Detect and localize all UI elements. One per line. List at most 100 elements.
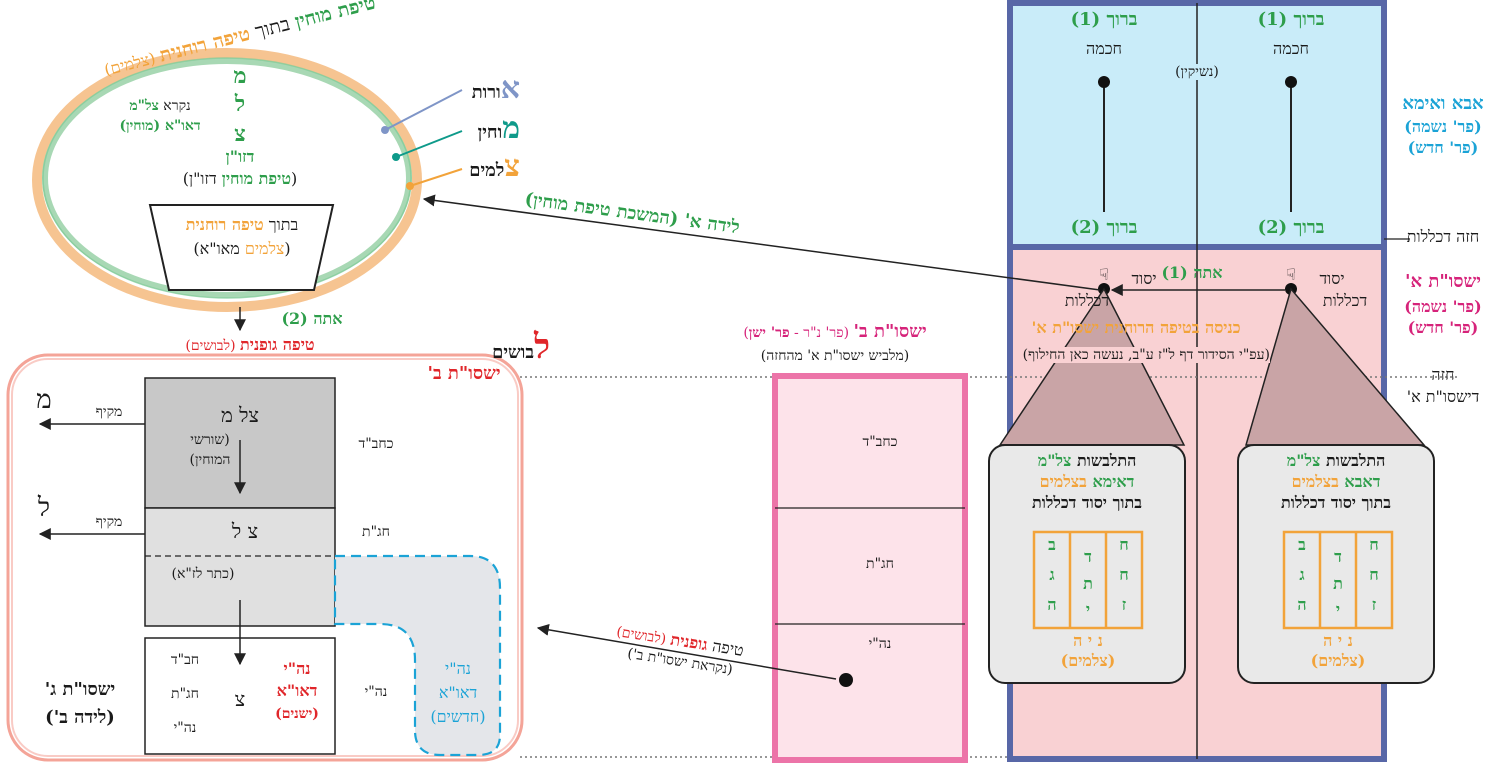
grid-left-bottom: נ י ה: [1073, 631, 1103, 650]
par-neshama-2: (פר' נשמה): [1404, 297, 1482, 316]
par-chadash-1: (פר' חדש): [1407, 138, 1479, 157]
ata2-label: אתה (2): [281, 309, 343, 328]
yesod-right-2: דכללות: [1322, 291, 1368, 310]
grid-right-bottom: נ י ה: [1323, 631, 1353, 650]
pointing-hand-icon: ☟: [1099, 265, 1109, 284]
callout-right-line2: דאבא בצלמים: [1291, 472, 1381, 491]
letter-grid-right: [1282, 530, 1394, 630]
chaze-label-2: דישסו"ת א': [1406, 387, 1480, 406]
nikra-line2: דאו"א (מוחין): [119, 118, 201, 134]
tzadi-lamed-label: צ ל: [231, 519, 259, 543]
shorshei-line2: המוחין): [189, 452, 231, 468]
left-chagat: חג"ת: [362, 524, 390, 540]
dot-chochma-right: [1285, 76, 1297, 88]
vertical-lamed: ל: [234, 91, 246, 117]
ellipse-outer-orange: [32, 48, 422, 312]
makif-1-label: מקיף: [95, 404, 123, 420]
letter-grid-left: [1032, 530, 1144, 630]
grid-left-c2r2: ת: [1083, 574, 1093, 593]
red-nehi: נה"י: [283, 659, 311, 678]
keter-label: (כתר לז"א): [171, 566, 235, 582]
grid-left-c1r1: ח: [1119, 535, 1129, 554]
leida-b-label: (לידה ב'): [45, 707, 115, 728]
mochin-label: מוחין: [477, 111, 520, 146]
bucket-trapezoid: [148, 204, 335, 291]
red-dao: דאו"א: [276, 681, 318, 700]
callout-left-line3: בתוך יסוד דכללות: [1032, 493, 1142, 512]
callout-left-line1: התלבשות צל"מ: [1037, 451, 1137, 470]
grid-right-c2r2: ת: [1333, 574, 1343, 593]
blue-nehi: נה"י: [445, 659, 471, 678]
pointing-hand-icon: ☟: [1286, 265, 1296, 284]
red-yeshanim: (ישנים): [275, 706, 319, 722]
grid-right-c1r1: ח: [1369, 535, 1379, 554]
center-nehi: נה"י: [868, 636, 892, 652]
chochma-left: חכמה: [1086, 39, 1122, 58]
chaze-label-1: חזה: [1431, 365, 1455, 384]
list-chagat: חג"ת: [171, 686, 199, 702]
tzlamim-label: צלמים: [469, 149, 520, 184]
ata1-label: אתה (1): [1161, 263, 1223, 282]
baruch2-left: ברוך (2): [1070, 217, 1138, 238]
orot-label: אורות: [471, 71, 520, 106]
center-pink-bar: [772, 373, 968, 763]
tzadi-letter: צ: [234, 687, 246, 711]
levushim-label: לבושים: [492, 327, 550, 367]
yesod-left-1: יסוד: [1131, 269, 1157, 288]
grid-right-c3r2: ג: [1299, 565, 1305, 584]
grid-left-tzlamim: (צלמים): [1060, 651, 1116, 670]
grid-right-c1r3: ז: [1371, 595, 1377, 614]
baruch1-left: ברוך (1): [1070, 9, 1138, 30]
callout-left-line2: דאימא בצלמים: [1039, 472, 1135, 491]
blue-chadashim: (חדשים): [430, 707, 486, 726]
grid-right-c3r1: ב: [1298, 535, 1306, 554]
center-chabad: כחב"ד: [862, 434, 898, 450]
tzal-mem-label: צל מ: [220, 403, 260, 427]
grid-left-c3r3: ה: [1047, 595, 1057, 614]
callout-panel-left: [988, 444, 1186, 684]
callout-panel-right: [1237, 444, 1435, 684]
baruch2-right: ברוך (2): [1257, 217, 1325, 238]
grid-left-c1r2: ח: [1119, 565, 1129, 584]
left-nehi: נה"י: [364, 684, 388, 700]
zon-label: דזו"ן: [225, 147, 255, 166]
mem-big-letter: מ: [36, 385, 52, 415]
yishsut-a-label: ישסו"ת א': [1405, 271, 1481, 292]
dot-chochma-left: [1098, 76, 1110, 88]
grid-right-c2r3: י: [1335, 600, 1341, 619]
grid-right-c1r2: ח: [1369, 565, 1379, 584]
blue-dashed-region: [333, 554, 502, 757]
chaze-dechlalot-label: חזה דכללות: [1406, 227, 1480, 246]
grid-right-tzlamim: (צלמים): [1310, 651, 1366, 670]
list-chabad: חב"ד: [170, 652, 200, 668]
left-chabad: כחב"ד: [358, 436, 394, 452]
grid-left-c3r2: ג: [1049, 565, 1055, 584]
lamed-big-letter: ל: [37, 493, 51, 523]
list-nehi: נה"י: [173, 720, 197, 736]
dot-center-nehi: [839, 673, 853, 687]
callout-right-line3: בתוך יסוד דכללות: [1281, 493, 1391, 512]
yesod-left-2: דכללות: [1064, 291, 1110, 310]
par-chadash-2: (פר' חדש): [1407, 318, 1479, 337]
grid-right-c2r1: ד: [1334, 547, 1342, 566]
callout-right-line1: התלבשות צל"מ: [1286, 451, 1386, 470]
center-subtitle: (מלביש ישסו"ת א' מהחזה): [760, 348, 910, 364]
tzlamim-mao: (צלמים מאו"א): [193, 239, 291, 258]
grid-left-c2r1: ד: [1084, 547, 1092, 566]
ellipse-inner-green: [42, 58, 412, 298]
neshikin-label: (נשיקין): [1157, 64, 1237, 81]
grid-left-c3r1: ב: [1048, 535, 1056, 554]
yesod-right-1: יסוד: [1319, 269, 1345, 288]
grid-left-c1r3: ז: [1121, 595, 1127, 614]
shorshei-line1: (שורשי: [190, 432, 230, 448]
siddur-note: (עפ"י הסידור דף ל"ז ע"ב, נעשה כאן החילוף…: [1022, 347, 1270, 364]
abba-imma-label: אבא ואימא: [1402, 93, 1484, 114]
chochma-right: חכמה: [1273, 39, 1309, 58]
tipat-mochin-zon: (טיפת מוחין דזו"ן): [182, 169, 298, 188]
tipa-gufanit-label: טיפה גופנית (לבושים): [185, 335, 315, 354]
vertical-tzadi: צ: [234, 121, 246, 147]
nikra-line1: נקרא צל"מ: [129, 98, 191, 114]
left-rounded-frame: [6, 353, 524, 762]
blue-dao: דאו"א: [438, 683, 478, 702]
